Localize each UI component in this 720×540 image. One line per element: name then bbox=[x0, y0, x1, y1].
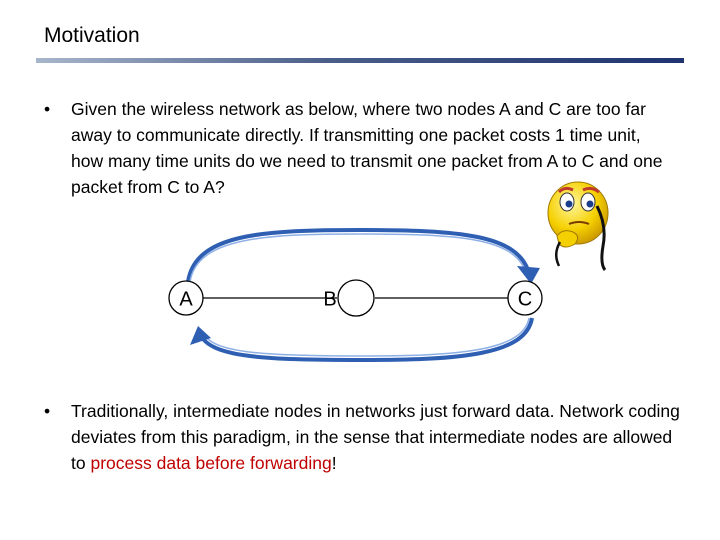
arrow-c-to-a bbox=[190, 317, 534, 363]
node-a: A bbox=[168, 280, 204, 316]
arrow-a-to-c bbox=[186, 227, 540, 284]
slide-title: Motivation bbox=[44, 24, 140, 47]
bullet-text-lead: Traditionally, intermediate nodes in net… bbox=[71, 401, 680, 473]
node-c: C bbox=[507, 280, 543, 316]
thinking-face-icon bbox=[547, 181, 609, 271]
bullet-marker: • bbox=[44, 99, 51, 119]
highlighted-phrase: process data before forwarding bbox=[90, 453, 332, 473]
node-b-label: B bbox=[323, 289, 336, 311]
bullet-text: Given the wireless network as below, whe… bbox=[71, 99, 663, 197]
bullet-marker: • bbox=[44, 401, 51, 421]
node-b: B bbox=[323, 279, 375, 317]
bullet-text: Traditionally, intermediate nodes in net… bbox=[71, 398, 681, 476]
title-divider bbox=[36, 58, 684, 63]
bullet-text-end: ! bbox=[331, 453, 337, 473]
node-a-label: A bbox=[179, 289, 193, 311]
node-c-label: C bbox=[518, 289, 532, 311]
